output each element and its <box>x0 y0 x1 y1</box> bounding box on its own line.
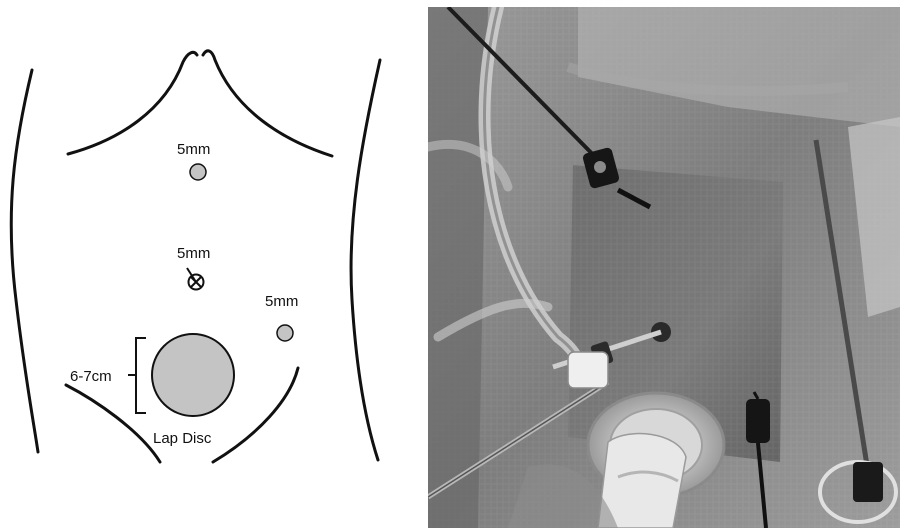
umbilical-port-label: 5mm <box>177 245 210 262</box>
groin-left-line <box>66 385 160 462</box>
upper-port-marker <box>190 164 206 180</box>
upper-port-label: 5mm <box>177 141 210 158</box>
rib-margin-right <box>203 51 332 156</box>
white-trocar <box>568 352 608 388</box>
disc-size-bracket <box>128 338 146 413</box>
lap-disc-label: Lap Disc <box>153 430 212 447</box>
intraoperative-photo <box>428 7 900 528</box>
lap-disc-circle <box>152 334 234 416</box>
port-placement-diagram: 5mm 5mm 5mm 6-7cm Lap Disc <box>0 0 420 528</box>
rib-margin-left <box>68 52 197 154</box>
lower-trocar <box>746 399 770 443</box>
left-port-marker <box>277 325 293 341</box>
torso-right-contour <box>351 60 380 460</box>
torso-left-contour <box>11 70 38 452</box>
umbilical-port-marker <box>187 268 204 290</box>
left-port-label: 5mm <box>265 293 298 310</box>
disc-size-label: 6-7cm <box>70 368 112 385</box>
